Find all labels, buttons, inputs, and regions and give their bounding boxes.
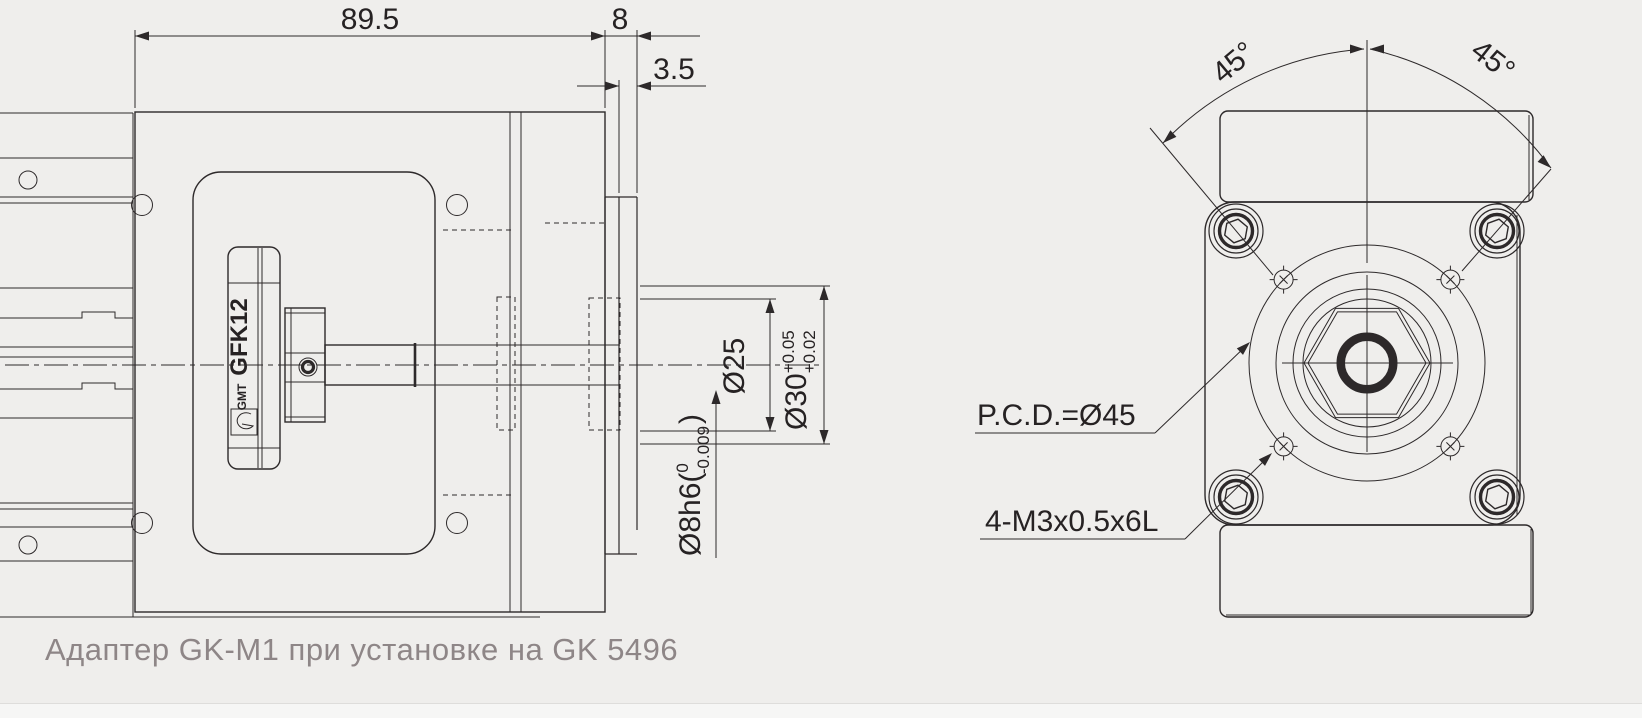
dim-length: 89.5 8 3.5 [134,3,706,193]
dim-d25-label: Ø25 [718,338,751,395]
diagonal-top-left [1149,127,1274,276]
mount-hole [131,512,153,534]
dim-d30-tol-lower: +0.02 [800,330,819,373]
adapter-plate-front [131,171,468,555]
m3-hole [1435,431,1465,461]
adapter-plate-side [604,196,638,555]
dim-d25: Ø25 [640,298,776,432]
brand-g-icon [236,412,255,430]
coupling-model-label: GFK12 [226,298,253,375]
side-view: GFK12 GMT [0,3,830,618]
dim-d30-tol-upper: +0.05 [779,330,798,373]
brand-logo: GMT [230,383,258,436]
page-margin [0,704,1642,718]
dim-8: 8 [612,3,629,36]
pcd-label: P.C.D.=Ø45 [977,399,1136,432]
mount-hole [131,194,153,216]
pcd-leader: P.C.D.=Ø45 [975,342,1250,434]
diagonal-top-right [1461,168,1552,272]
dim-89-5: 89.5 [341,3,399,36]
m3-hole [1269,431,1299,461]
drawing-caption: Адаптер GK-M1 при установке на GK 5496 [45,632,678,667]
brand-logo-text: GMT [235,383,249,410]
dim-d30-value: Ø30 [780,373,813,430]
dim-d8-value: Ø8h6( [674,473,707,556]
dim-d8-label: Ø8h6(0-0.009) [673,414,713,556]
dim-d30-label: Ø30+0.05+0.02 [779,330,819,430]
housing-outline [134,111,621,613]
dim-d30: Ø30+0.05+0.02 [640,285,830,445]
angle-right-label: 45° [1465,34,1521,88]
screw-leader: 4-M3x0.5x6L [980,453,1272,540]
screw-label: 4-M3x0.5x6L [985,505,1158,538]
front-view: 45° 45° P.C.D.=Ø45 4-M3x0.5x6L [975,34,1552,618]
coupling: GFK12 GMT [226,246,620,470]
corner-screw-bottom-right [1468,468,1526,526]
mount-hole [446,194,468,216]
dim-3-5: 3.5 [653,53,695,86]
corner-screw-bottom-left [1207,468,1265,526]
dim-d8: Ø8h6(0-0.009) [673,390,721,558]
dim-d8-tol-lower: -0.009 [694,426,713,474]
dim-d8-paren: ) [674,414,707,424]
rail-hole [18,535,38,555]
mount-hole [446,512,468,534]
flange-plate [1204,201,1521,526]
set-screw [298,357,318,377]
m3-hole [1269,265,1299,295]
rail-hole [18,170,38,190]
m3-hole [1435,265,1465,295]
dim-d8-tol-upper: 0 [673,463,692,472]
body-outline [1219,110,1534,618]
center-bores [1248,40,1486,482]
angle-left-label: 45° [1206,35,1262,89]
rail-profile [0,112,540,618]
